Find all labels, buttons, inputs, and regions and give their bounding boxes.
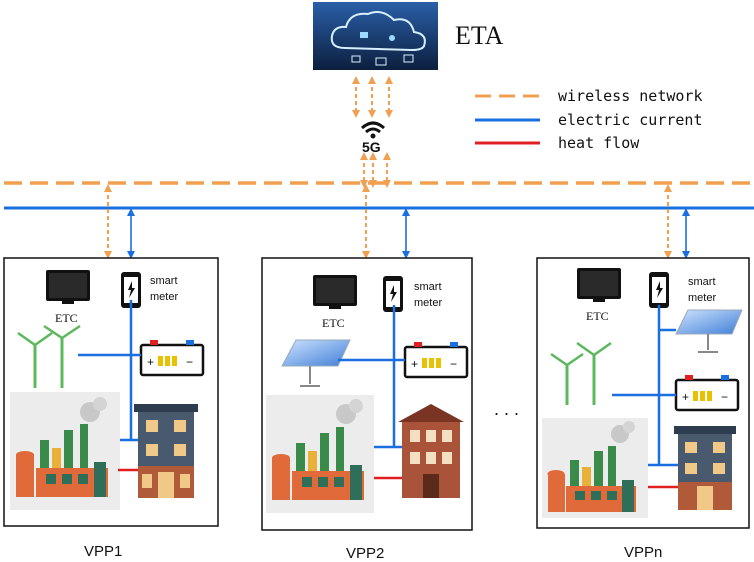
factory-icon [266, 395, 374, 513]
legend-electric-label: electric current [558, 111, 703, 129]
wind-turbine-icon [550, 341, 612, 405]
wind-turbine-icon [17, 324, 81, 388]
vpp1-meter-line2: meter [150, 291, 178, 303]
battery-icon: + − [403, 342, 469, 379]
vppn-etc-label: ETC [586, 309, 609, 323]
legend-wireless-label: wireless network [558, 87, 703, 105]
etc-monitor-icon [46, 270, 90, 304]
vpp2-meter-line1: smart [414, 281, 442, 293]
svg-text:−: − [721, 390, 728, 404]
battery-icon: + − [674, 375, 740, 412]
vppn-meter-line2: meter [688, 292, 716, 304]
smart-meter-phone-icon [649, 272, 669, 308]
vpp2-box: ETC smart meter + − [261, 257, 473, 531]
svg-text:−: − [450, 357, 457, 371]
vpp2-name: VPP2 [346, 545, 384, 562]
network-5g-label: 5G [362, 139, 381, 155]
vpp1-meter-line1: smart [150, 275, 178, 287]
house-icon [398, 404, 464, 498]
battery-icon: + − [139, 340, 205, 377]
solar-panel-icon [675, 309, 743, 353]
svg-text:+: + [147, 355, 154, 369]
house-icon [674, 426, 736, 510]
vpp2-etc-label: ETC [322, 316, 345, 330]
vpp2-meter-line2: meter [414, 297, 442, 309]
factory-icon [542, 418, 648, 518]
house-icon [134, 404, 198, 498]
etc-monitor-icon [577, 268, 621, 302]
ellipsis: . . . [494, 399, 519, 419]
vpp1-etc-label: ETC [55, 311, 78, 325]
eta-title: ETA [455, 21, 504, 50]
factory-icon [10, 392, 120, 510]
smart-meter-phone-icon [383, 276, 403, 312]
solar-panel-icon [281, 339, 351, 387]
vpp1-box: ETC smart meter + − [3, 257, 219, 527]
svg-text:+: + [411, 357, 418, 371]
svg-text:+: + [682, 390, 689, 404]
vppn-meter-line1: smart [688, 276, 716, 288]
etc-monitor-icon [313, 275, 357, 309]
vppn-box: ETC smart meter + [536, 257, 750, 529]
vpp1-name: VPP1 [84, 543, 122, 560]
smart-meter-phone-icon [121, 272, 141, 308]
wifi-5g-icon [360, 121, 386, 139]
cloud-eta-image [313, 2, 438, 70]
svg-text:−: − [186, 355, 193, 369]
vppn-name: VPPn [624, 544, 662, 561]
legend: wireless network electric current heat f… [475, 87, 703, 152]
legend-heat-label: heat flow [558, 134, 640, 152]
